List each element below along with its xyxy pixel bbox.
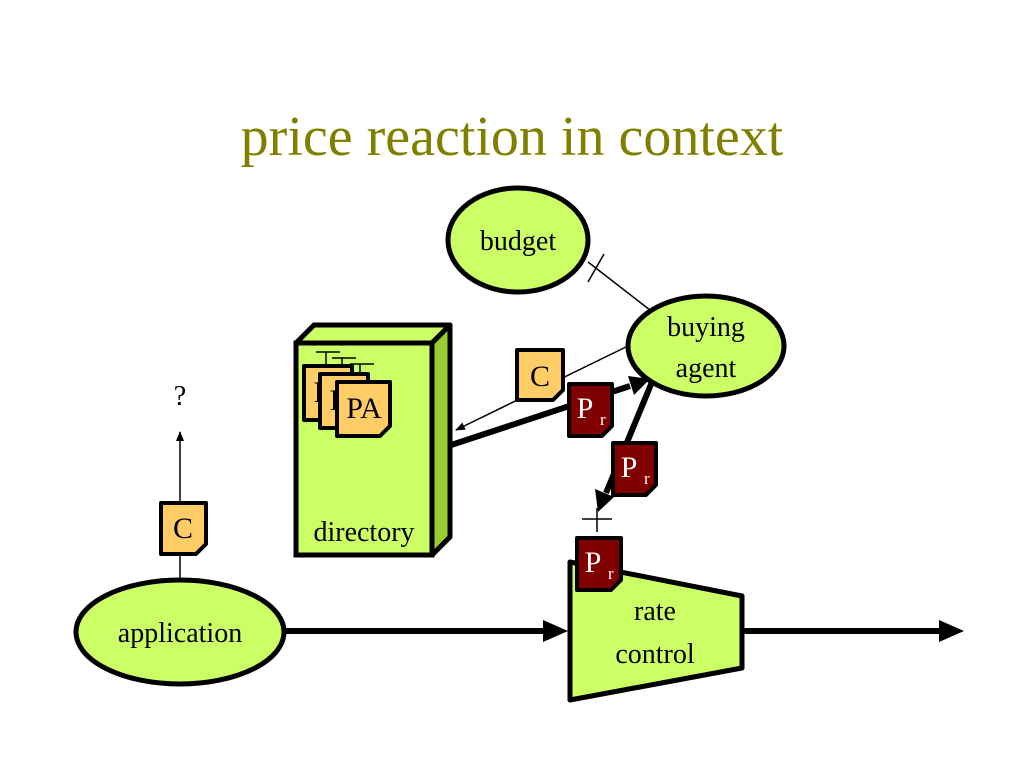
application-label: application (118, 618, 242, 649)
slide-title: price reaction in context (241, 106, 784, 168)
application-node: application (73, 577, 287, 687)
unknown-target-label: ? (174, 381, 186, 412)
price-doc-3-sub: r (608, 564, 614, 583)
pa-doc-front-label: PA (346, 392, 382, 425)
cookie-doc-agent-label: C (530, 360, 550, 393)
pa-doc-stack: P P PA (302, 351, 392, 438)
flow-arrow-app-to-rate (284, 620, 568, 642)
price-doc-3-main: P (585, 546, 602, 579)
flow-arrow-out (742, 620, 964, 642)
budget-node: budget (445, 185, 591, 295)
rate-control-block-bar (582, 508, 612, 532)
rate-control-label-line1: rate (634, 596, 676, 627)
price-doc-2-main: P (621, 451, 638, 484)
buying-agent-label-line1: buying (667, 312, 745, 343)
rate-control-label-line2: control (615, 639, 695, 670)
price-doc-2: P r (611, 441, 658, 497)
buying-agent-node: buying agent (625, 293, 787, 399)
budget-label: budget (480, 226, 556, 257)
cookie-doc-agent: C (515, 348, 565, 402)
price-doc-2-sub: r (644, 469, 650, 488)
pa-doc-front: PA (335, 380, 392, 438)
directory-node: directory P P PA (293, 322, 453, 558)
price-doc-1: P r (567, 382, 614, 438)
cookie-doc-app: C (159, 501, 208, 556)
directory-label: directory (313, 517, 414, 548)
buying-agent-label-line2: agent (676, 353, 737, 384)
rate-control-node: rate control (567, 559, 745, 703)
price-doc-1-sub: r (600, 410, 606, 429)
cookie-doc-app-label: C (173, 512, 193, 545)
price-doc-1-main: P (577, 392, 594, 425)
budget-link (587, 253, 651, 311)
price-doc-3: P r (575, 536, 623, 592)
